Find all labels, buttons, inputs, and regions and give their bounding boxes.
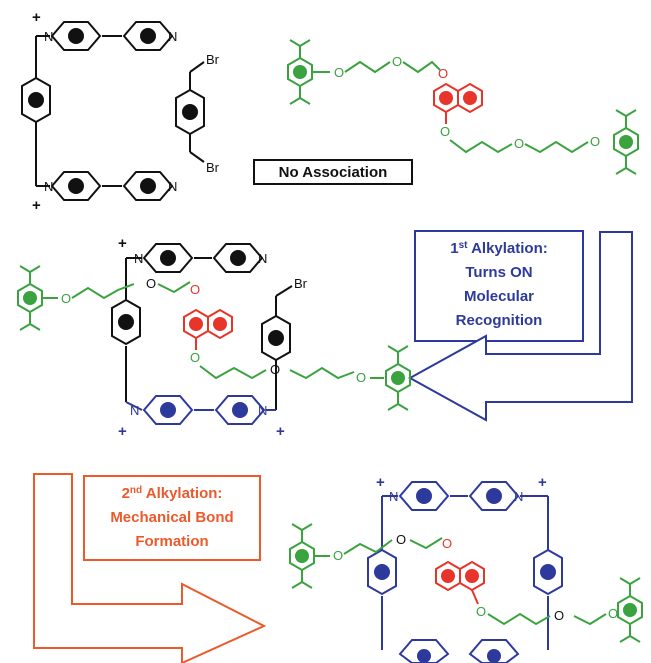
no-association-box [253,159,413,185]
atom-o: O [442,536,452,551]
naphthalene-red [435,560,485,605]
panel-second-alkylation: 2nd Alkylation: Mechanical Bond Formatio… [33,473,643,663]
atom-n: N [134,251,143,266]
step2-arrow [33,473,267,663]
atom-br: Br [294,276,308,291]
atom-o: O [190,350,200,365]
step2-label-box [83,475,261,561]
left-benzene [111,298,141,346]
charge-plus: + [538,474,547,491]
atom-n: N [258,251,267,266]
top-bipyridine [50,21,174,51]
atom-br: Br [206,52,220,67]
atom-n: N [258,403,267,418]
step1-label-box [414,230,584,342]
charge-plus: + [118,235,127,252]
atom-o: O [590,134,600,149]
atom-o: O [440,124,450,139]
atom-o: O [476,604,486,619]
atom-n: N [168,29,177,44]
atom-o: O [333,548,343,563]
dibromo-xylene [175,61,205,163]
green-stopper-right [613,109,639,175]
atom-n: N [514,489,523,504]
glycol-chain [402,60,441,74]
atom-n: N [389,489,398,504]
atom-o: O [190,282,200,297]
naphthalene-red [183,308,233,350]
panel-starting-materials: N N + N N + Br Br No Association [21,9,639,214]
step1-label-line2: Turns ON [465,264,532,281]
step2-label-line2: Mechanical Bond [110,509,233,526]
rotaxane-product: N N + + O O O O [289,474,643,663]
step1-label-line4: Recognition [456,312,543,329]
glycol-chain [524,140,589,154]
step1-label-line1: 1st Alkylation: [450,240,548,257]
step2-label-line1: 2nd Alkylation: [122,485,223,502]
step1-label-line3: Molecular [464,288,534,305]
atom-br: Br [206,160,220,175]
atom-o: O [356,370,366,385]
atom-o: O [146,276,156,291]
step2-label-line3: Formation [135,533,208,550]
atom-o: O [608,606,618,621]
left-benzene [21,76,51,124]
no-association-label: No Association [279,164,388,181]
atom-o: O [270,362,280,377]
charge-plus: + [276,423,285,440]
charge-plus: + [376,474,385,491]
green-stopper-left [287,39,330,105]
charge-plus: + [118,423,127,440]
atom-o: O [392,54,402,69]
atom-o: O [334,65,344,80]
intermediate-complex: N N + Br N N + [17,235,411,440]
step1-arrow [407,231,633,422]
panel-first-alkylation: 1st Alkylation: Turns ON Molecular Recog… [17,230,633,440]
atom-o: O [61,291,71,306]
atom-n: N [44,179,53,194]
bottom-bipyridine [50,171,174,201]
atom-o: O [514,136,524,151]
atom-n: N [130,403,139,418]
open-bipyridinium-clip [35,35,122,187]
atom-o: O [396,532,406,547]
atom-n: N [44,29,53,44]
atom-o: O [554,608,564,623]
glycol-chain [449,139,513,154]
charge-plus: + [32,9,41,26]
atom-n: N [168,179,177,194]
glycol-chain [344,60,391,74]
charge-plus: + [32,197,41,214]
atom-o: O [438,66,448,81]
naphthalene-red [433,82,483,124]
thread-free: O O O O O O [287,39,639,175]
